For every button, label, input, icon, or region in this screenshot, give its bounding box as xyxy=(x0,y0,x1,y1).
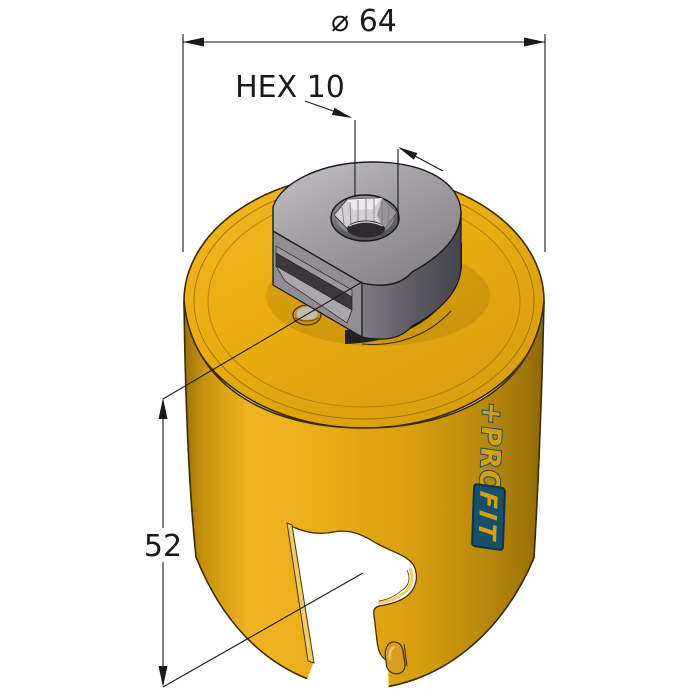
hub-lower-ring-line xyxy=(361,310,452,345)
height-label: 52 xyxy=(144,529,182,564)
arrowhead-left xyxy=(183,37,204,47)
body-side-wall xyxy=(183,300,545,690)
dimension-diameter: ⌀ 64 xyxy=(182,4,546,252)
arrowhead-right xyxy=(524,37,545,47)
ext-line-bottom xyxy=(162,572,364,688)
arrowhead-top xyxy=(158,398,168,419)
through-hole xyxy=(347,220,385,238)
through-hole-glint xyxy=(348,221,384,227)
counterbore-arrowhead xyxy=(398,147,418,160)
tooth-highlight xyxy=(388,646,395,661)
dimension-height: 52 xyxy=(144,281,364,688)
notch-wall-thickness xyxy=(377,567,414,605)
logo-fit-box xyxy=(471,483,506,551)
hub xyxy=(272,161,462,345)
hex-label: HEX 10 xyxy=(235,70,345,105)
tooth-gap-line xyxy=(403,643,408,667)
logo-boxed-text: FIT xyxy=(473,490,503,545)
hex-facet-highlight xyxy=(347,198,382,210)
hex-leader-arrowhead xyxy=(331,107,352,118)
saw-tooth-hook xyxy=(384,641,406,675)
notch-cutout xyxy=(291,526,417,697)
diameter-label: ⌀ 64 xyxy=(331,4,397,39)
leader-counterbore xyxy=(397,147,444,222)
notch-inner-edge xyxy=(378,569,410,602)
notch-cut-edge-outline xyxy=(290,525,418,661)
hex-socket xyxy=(330,194,400,242)
ext-line-top xyxy=(162,281,363,400)
brand-logo: +PRO· FIT xyxy=(471,399,508,551)
dimension-hex: HEX 10 xyxy=(235,70,356,197)
hex-flutes xyxy=(341,199,390,231)
hub-clamp-slot xyxy=(275,245,353,324)
arrowhead-bottom xyxy=(158,666,168,687)
notch-left-wall xyxy=(286,522,315,664)
variable-pitch-notch xyxy=(286,522,418,697)
